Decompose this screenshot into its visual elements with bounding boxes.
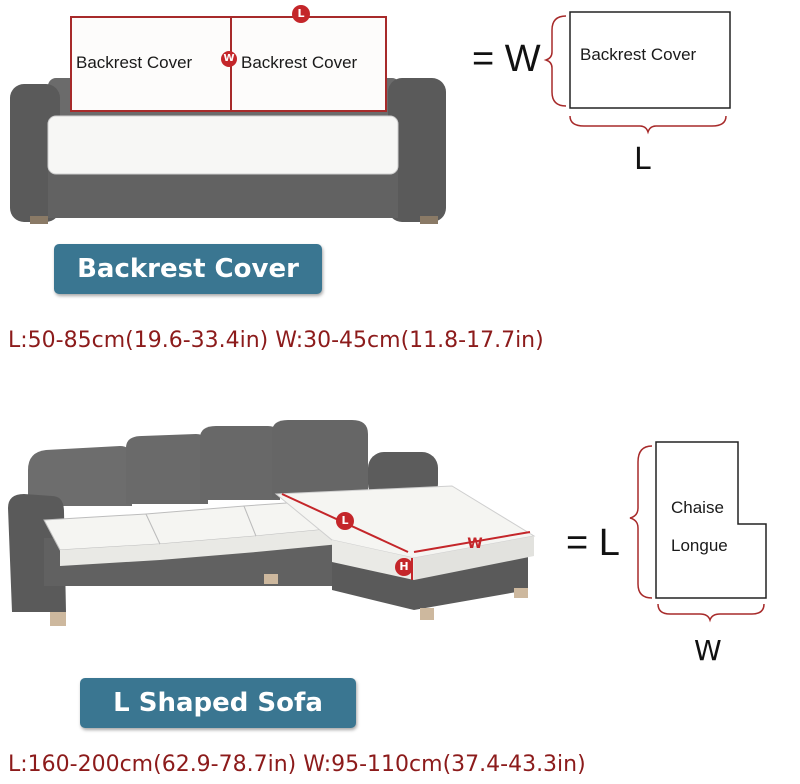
chaise-width-line [413, 531, 531, 553]
lsofa-seat-cushion [43, 513, 161, 551]
backrest-cover-diagram-box [569, 11, 731, 109]
backrest-dimensions: L:50-85cm(19.6-33.4in) W:30-45cm(11.8-17… [8, 328, 544, 353]
backrest-cover-badge: Backrest Cover [54, 244, 322, 294]
width-equals: = W [472, 38, 541, 80]
length-letter: L [634, 142, 651, 177]
lsofa-chaise-base [332, 556, 528, 610]
chaise-width-letter: W [694, 634, 722, 667]
chaise-width-marker: W [467, 536, 483, 552]
backrest-cover-right-label: Backrest Cover [241, 53, 358, 72]
width-marker: W [221, 51, 237, 67]
chaise-longue-diagram-box [655, 441, 767, 599]
sofa-seat-cushion [47, 115, 399, 175]
chaise-longue-label-line2: Longue [671, 536, 728, 555]
lsofa-chaise-cushion-front [414, 536, 534, 580]
sofa-base [48, 168, 398, 218]
lsofa-back-cushion [28, 446, 132, 506]
chaise-length-bracket [629, 445, 653, 599]
width-bracket [543, 15, 567, 107]
backrest-cover-diagram-label: Backrest Cover [580, 45, 697, 64]
lsofa-foot [514, 588, 528, 598]
lsofa-seat-cushion [256, 528, 340, 552]
lsofa-back-cushion [200, 426, 280, 500]
lsofa-foot [50, 612, 66, 626]
backrest-cover-left [70, 16, 232, 112]
l-shaped-sofa-badge: L Shaped Sofa [80, 678, 356, 728]
sofa-left-arm [10, 84, 60, 222]
sofa-foot [30, 216, 48, 224]
lsofa-back-cushion [272, 420, 368, 498]
chaise-length-equals: = L [566, 522, 620, 564]
chaise-length-marker: L [336, 512, 354, 530]
lsofa-seat-cushion [60, 544, 160, 566]
lsofa-chaise-cushion-front [332, 540, 414, 580]
sofa-right-arm [388, 78, 446, 222]
chaise-height-marker: H [395, 558, 413, 576]
backrest-cover-left-label: Backrest Cover [76, 53, 193, 72]
lsofa-foot [264, 574, 278, 584]
lsofa-back-cushion [126, 434, 208, 504]
lsofa-foot [420, 608, 434, 620]
length-marker: L [292, 5, 310, 23]
chaise-longue-label-line1: Chaise [671, 498, 724, 517]
lsofa-seat-cushion [160, 536, 256, 560]
chaise-width-bracket [657, 603, 765, 623]
sofa-foot [420, 216, 438, 224]
length-bracket [569, 115, 727, 135]
l-shaped-sofa-dimensions: L:160-200cm(62.9-78.7in) W:95-110cm(37.4… [8, 752, 586, 777]
